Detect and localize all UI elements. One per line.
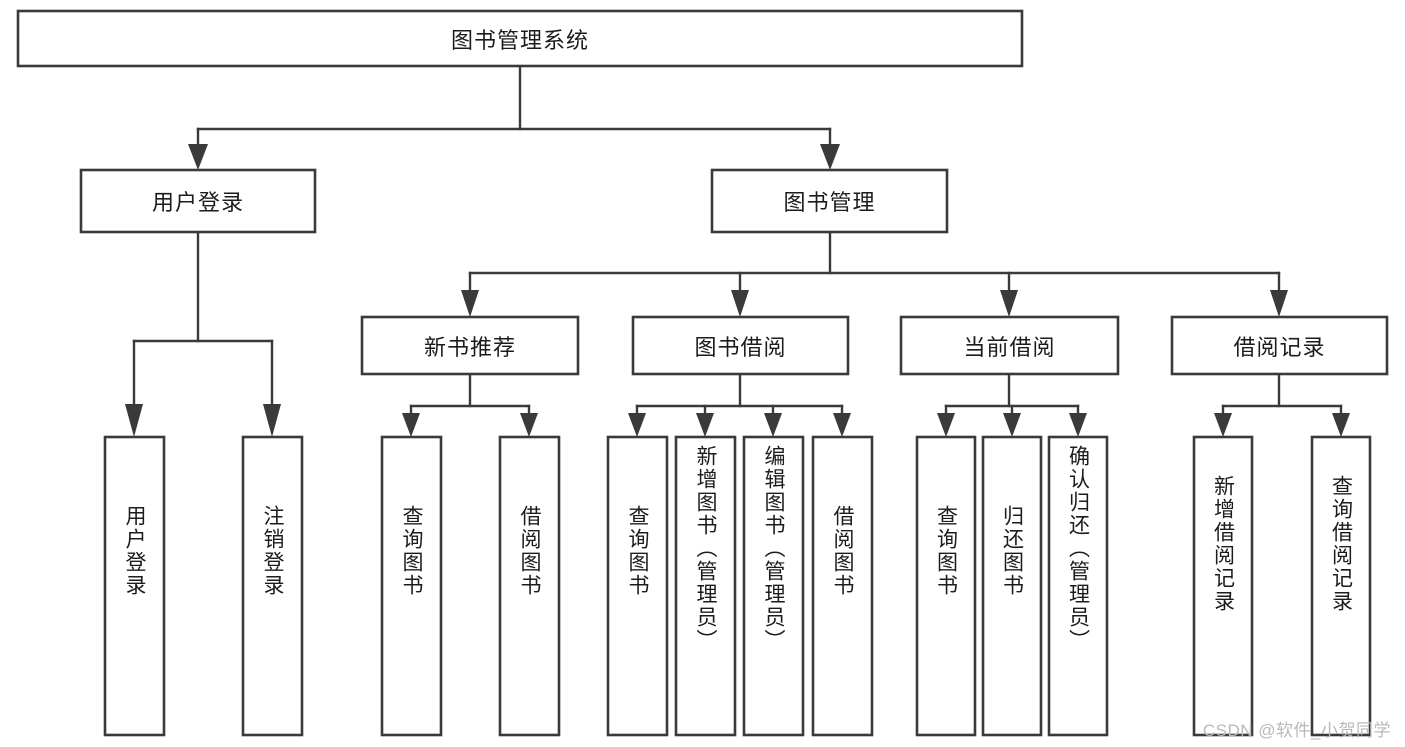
arrow-head-borrow-leaf-2	[696, 413, 714, 437]
node-box-leaf-edit-book-admin[interactable]	[742, 435, 805, 737]
connector-group	[125, 64, 1350, 437]
arrow-head-new-book-rec	[461, 290, 479, 317]
node-box-leaf-query-book-3[interactable]	[915, 435, 977, 737]
node-box-leaf-add-book-admin[interactable]	[674, 435, 737, 737]
arrow-head-borrow-record	[1270, 290, 1288, 317]
node-box-leaf-query-book-2[interactable]	[606, 435, 669, 737]
node-box-current-borrow[interactable]	[899, 315, 1120, 376]
arrow-head-borrow-leaf-4	[833, 413, 851, 437]
node-box-root[interactable]	[16, 9, 1024, 68]
node-box-leaf-query-book-1[interactable]	[380, 435, 443, 737]
node-box-group	[16, 9, 1389, 737]
arrow-head-current-leaf-1	[937, 413, 955, 437]
arrow-head-current-leaf-2	[1003, 413, 1021, 437]
arrow-head-user-login	[188, 144, 208, 170]
arrow-head-record-leaf-1	[1214, 413, 1232, 437]
arrow-head-newbook-leaf-1	[402, 413, 420, 437]
arrow-head-borrow-leaf-3	[764, 413, 782, 437]
node-box-new-book-recommend[interactable]	[360, 315, 580, 376]
node-box-user-login[interactable]	[79, 168, 317, 234]
arrow-head-leaf-logout	[263, 404, 281, 437]
arrow-head-newbook-leaf-2	[520, 413, 538, 437]
node-box-leaf-logout[interactable]	[241, 435, 304, 737]
node-box-leaf-add-borrow-record[interactable]	[1192, 435, 1254, 737]
arrow-head-record-leaf-2	[1332, 413, 1350, 437]
arrow-head-current-leaf-3	[1069, 413, 1087, 437]
node-box-leaf-borrow-book-2[interactable]	[811, 435, 874, 737]
arrow-head-book-borrow	[731, 290, 749, 317]
arrow-head-leaf-user-login	[125, 404, 143, 437]
node-box-leaf-query-borrow-record[interactable]	[1310, 435, 1372, 737]
node-box-leaf-borrow-book-1[interactable]	[498, 435, 561, 737]
node-box-leaf-user-login[interactable]	[103, 435, 166, 737]
node-box-book-borrow[interactable]	[631, 315, 850, 376]
arrow-head-book-mgmt	[820, 144, 840, 170]
arrow-head-borrow-leaf-1	[628, 413, 646, 437]
watermark-text: CSDN @软件_小贺同学	[1202, 721, 1391, 740]
node-box-leaf-confirm-return-admin[interactable]	[1047, 435, 1109, 737]
node-box-leaf-return-book[interactable]	[981, 435, 1043, 737]
node-box-borrow-record[interactable]	[1170, 315, 1389, 376]
arrow-head-current-borrow	[1000, 290, 1018, 317]
node-box-book-management[interactable]	[710, 168, 949, 234]
